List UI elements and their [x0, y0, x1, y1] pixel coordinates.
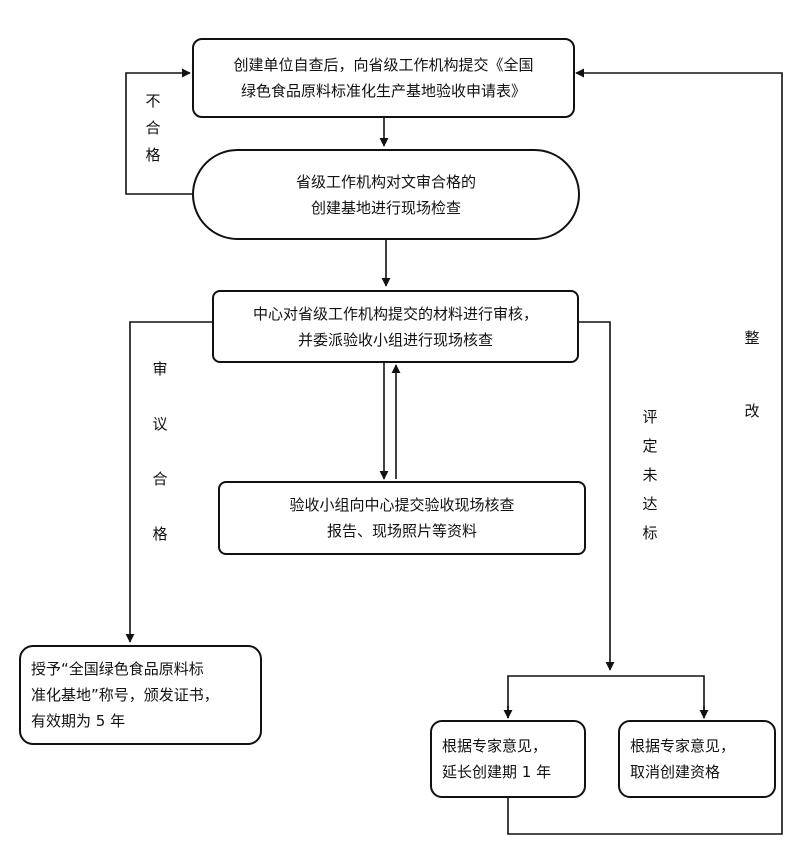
grant-text: 授予“全国绿色食品原料标 准化基地”称号，颁发证书， 有效期为 5 年 [31, 660, 219, 730]
pass-label: 审 议 合 格 [152, 360, 168, 543]
group-report-box: 验收小组向中心提交验收现场核查 报告、现场照片等资料 [218, 481, 586, 555]
grant-box: 授予“全国绿色食品原料标 准化基地”称号，颁发证书， 有效期为 5 年 [19, 645, 262, 745]
cancel-text: 根据专家意见， 取消创建资格 [630, 737, 736, 781]
apply-text: 创建单位自查后，向省级工作机构提交《全国 绿色食品原料标准化生产基地验收申请表》 [233, 56, 534, 100]
apply-box: 创建单位自查后，向省级工作机构提交《全国 绿色食品原料标准化生产基地验收申请表》 [192, 38, 575, 118]
center-review-text: 中心对省级工作机构提交的材料进行审核， 并委派验收小组进行现场核查 [252, 304, 538, 349]
provincial-review-box: 省级工作机构对文审合格的 创建基地进行现场检查 [192, 149, 580, 240]
extend-text: 根据专家意见， 延长创建期 1 年 [442, 737, 552, 781]
rectify-loop-line [507, 68, 783, 835]
rectify-label: 整 改 [744, 329, 760, 420]
not-met-label: 评 定 未 达 标 [642, 408, 658, 542]
split-line [507, 675, 705, 718]
fail-loop-line [125, 68, 192, 195]
provincial-review-text: 省级工作机构对文审合格的 创建基地进行现场检查 [295, 172, 476, 217]
not-met-branch-line [578, 321, 615, 671]
center-review-box: 中心对省级工作机构提交的材料进行审核， 并委派验收小组进行现场核查 [212, 290, 579, 363]
pass-branch-line [125, 321, 214, 643]
fail-label: 不 合 格 [145, 92, 161, 164]
group-report-text: 验收小组向中心提交验收现场核查 报告、现场照片等资料 [289, 496, 515, 540]
cancel-box: 根据专家意见， 取消创建资格 [618, 720, 776, 798]
extend-box: 根据专家意见， 延长创建期 1 年 [430, 720, 586, 798]
